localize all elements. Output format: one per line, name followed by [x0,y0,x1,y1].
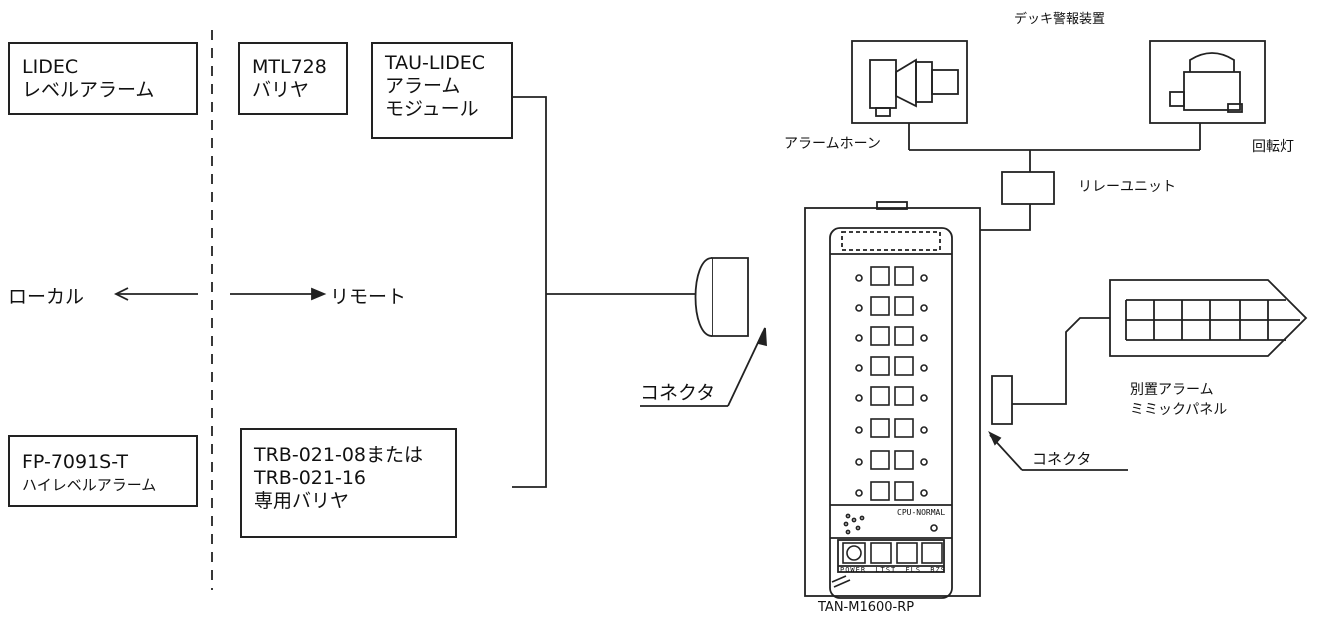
panel-button-labels: POWER LTST FLS BZS [840,566,946,574]
mimic-panel-shape [1109,279,1308,357]
rotating-lamp-label: 回転灯 [1252,139,1294,155]
indicator-rows [831,266,943,588]
lidec-text: LIDEC レベルアラーム [22,56,154,102]
connector-left-label: コネクタ [640,382,716,404]
mimic-line1: 別置アラーム [1130,382,1214,398]
deck-alarm-title: デッキ警報装置 [1014,12,1106,27]
trb-line3: 専用バリヤ [254,490,350,512]
power-button-label: POWER [840,566,867,574]
relay-unit-label: リレーユニット [1078,179,1176,195]
panel-inner [829,227,953,599]
relay-unit-box [1001,171,1055,205]
panel-model-label: TAN-M1600-RP [818,600,915,615]
fp-line2: ハイレベルアラーム [22,476,157,494]
tau-line2: アラーム [385,75,461,97]
lidec-line1: LIDEC [22,56,79,78]
tau-lidec-module-box: TAU-LIDEC アラーム モジュール [371,42,513,139]
trb-barrier-box: TRB-021-08または TRB-021-16 専用バリヤ [240,428,457,538]
ltst-button-label: LTST [875,566,897,574]
fp-line1: FP-7091S-T [22,451,128,473]
trb-line2: TRB-021-16 [254,467,366,489]
mtl-line2: バリヤ [252,79,310,101]
right-connector-body [991,375,1013,425]
mimic-cable [1012,317,1112,405]
connector-left-leader [727,331,764,407]
lamp-box [1149,40,1266,124]
barrier-bus-line [512,96,547,488]
alarm-horn-label: アラームホーン [784,136,881,152]
left-connector-body [711,257,749,337]
panel-display [841,231,941,251]
mtl-line1: MTL728 [252,56,327,78]
tau-line1: TAU-LIDEC [385,52,485,74]
fp-high-alarm-box: FP-7091S-T ハイレベルアラーム [8,435,198,507]
cpu-normal-label: CPU-NORMAL [897,508,946,517]
connector-right-label: コネクタ [1032,450,1092,468]
local-arrowhead [113,287,129,301]
mtl728-barrier-box: MTL728 バリヤ [238,42,348,115]
mimic-panel-label: 別置アラーム ミミックパネル [1130,380,1227,420]
fls-button-label: FLS [905,566,922,574]
trb-line1: TRB-021-08または [254,444,423,466]
lidec-level-alarm-box: LIDEC レベルアラーム [8,42,198,115]
tau-line3: モジュール [385,98,479,120]
remote-arrowhead [311,287,327,301]
lidec-line2: レベルアラーム [22,79,155,101]
panel-outer [804,207,981,597]
bzs-button-label: BZS [930,566,946,574]
mimic-line2: ミミックパネル [1130,402,1228,418]
local-label: ローカル [8,286,85,308]
remote-label: リモート [330,286,407,308]
